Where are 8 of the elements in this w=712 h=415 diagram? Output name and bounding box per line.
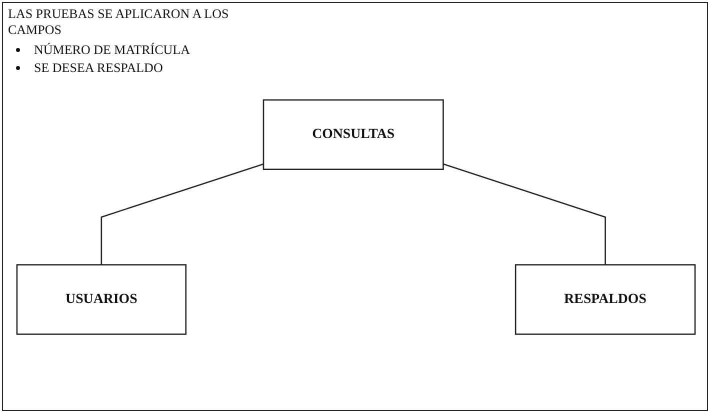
bullet-item: SE DESEA RESPALDO — [34, 60, 163, 76]
connector — [443, 164, 606, 266]
node-box: RESPALDOS — [514, 264, 696, 336]
bullet-item: NÚMERO DE MATRÍCULA — [34, 42, 190, 58]
node-box: CONSULTAS — [262, 100, 444, 170]
connector — [100, 164, 264, 266]
note-text: LAS PRUEBAS SE APLICARON A LOS CAMPOS — [8, 6, 230, 38]
node-box: USUARIOS — [16, 264, 187, 336]
